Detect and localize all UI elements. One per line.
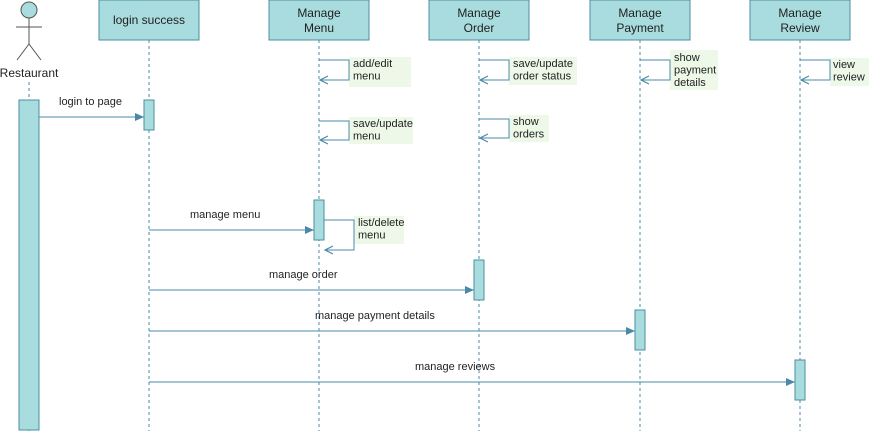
- message-label-0: login to page: [59, 96, 122, 108]
- self-message-note-0: [349, 57, 411, 87]
- message-label-1: manage menu: [190, 209, 260, 221]
- self-message-label-5-1: payment: [674, 65, 716, 77]
- message-label-4: manage reviews: [415, 361, 496, 373]
- self-message-label-0-0: add/edit: [353, 58, 392, 70]
- message-label-3: manage payment details: [315, 310, 435, 322]
- self-message-label-5-0: show: [674, 52, 700, 64]
- self-message-note-1: [349, 117, 413, 144]
- lifeline-box-review: [749, 0, 851, 41]
- lifeline-box-order: [428, 0, 530, 41]
- self-message-label-3-1: order status: [513, 71, 572, 83]
- self-message-note-3: [509, 57, 577, 85]
- actor-label: Restaurant: [0, 66, 59, 80]
- activation-bar-review: [794, 359, 806, 401]
- lifeline-subtitle-payment: Payment: [616, 21, 664, 35]
- self-message-label-6-0: view: [833, 59, 855, 71]
- lifeline-title-login: login success: [113, 13, 185, 27]
- stick-figure-leg-left: [16, 43, 30, 61]
- stick-figure-leg-right: [28, 43, 42, 61]
- self-message-label-3-0: save/update: [513, 58, 573, 70]
- self-message-label-1-1: menu: [353, 131, 381, 143]
- self-message-arrow-4: [479, 118, 510, 138]
- self-message-label-1-0: save/update: [353, 118, 413, 130]
- stick-figure-icon: [20, 1, 38, 19]
- self-message-note-4: [509, 115, 549, 142]
- lifeline-subtitle-review: Review: [780, 21, 820, 35]
- self-message-arrow-0: [319, 59, 350, 80]
- lifeline-subtitle-menu: Menu: [304, 21, 334, 35]
- activation-bar-login: [143, 99, 155, 131]
- lifeline-title-payment: Manage: [618, 6, 662, 20]
- self-message-arrow-1: [319, 120, 350, 140]
- self-message-label-5-2: details: [674, 77, 706, 89]
- self-message-label-2-0: list/delete: [358, 217, 404, 229]
- activation-bar-payment: [634, 309, 646, 351]
- self-message-label-6-1: review: [833, 72, 865, 84]
- lifeline-title-order: Manage: [457, 6, 501, 20]
- message-label-2: manage order: [269, 269, 338, 281]
- self-message-label-2-1: menu: [358, 230, 386, 242]
- self-message-note-5: [670, 50, 718, 90]
- lifeline-box-menu: [268, 0, 370, 41]
- self-message-arrow-2: [324, 219, 355, 250]
- lifeline-box-payment: [589, 0, 691, 41]
- activation-bar-order: [473, 259, 485, 301]
- lifeline-box-login: [98, 0, 200, 41]
- self-message-arrow-5: [640, 59, 671, 80]
- self-message-arrow-6: [800, 59, 831, 80]
- lifeline-title-review: Manage: [778, 6, 822, 20]
- self-message-note-6: [830, 58, 869, 86]
- activation-bar-menu: [313, 199, 325, 241]
- self-message-label-0-1: menu: [353, 71, 381, 83]
- self-message-arrow-3: [479, 59, 510, 80]
- self-message-label-4-1: orders: [513, 129, 545, 141]
- lifeline-title-menu: Manage: [297, 6, 341, 20]
- self-message-note-2: [354, 216, 404, 244]
- lifeline-subtitle-order: Order: [464, 21, 495, 35]
- actor-activation-bar: [18, 99, 40, 431]
- self-message-label-4-0: show: [513, 116, 539, 128]
